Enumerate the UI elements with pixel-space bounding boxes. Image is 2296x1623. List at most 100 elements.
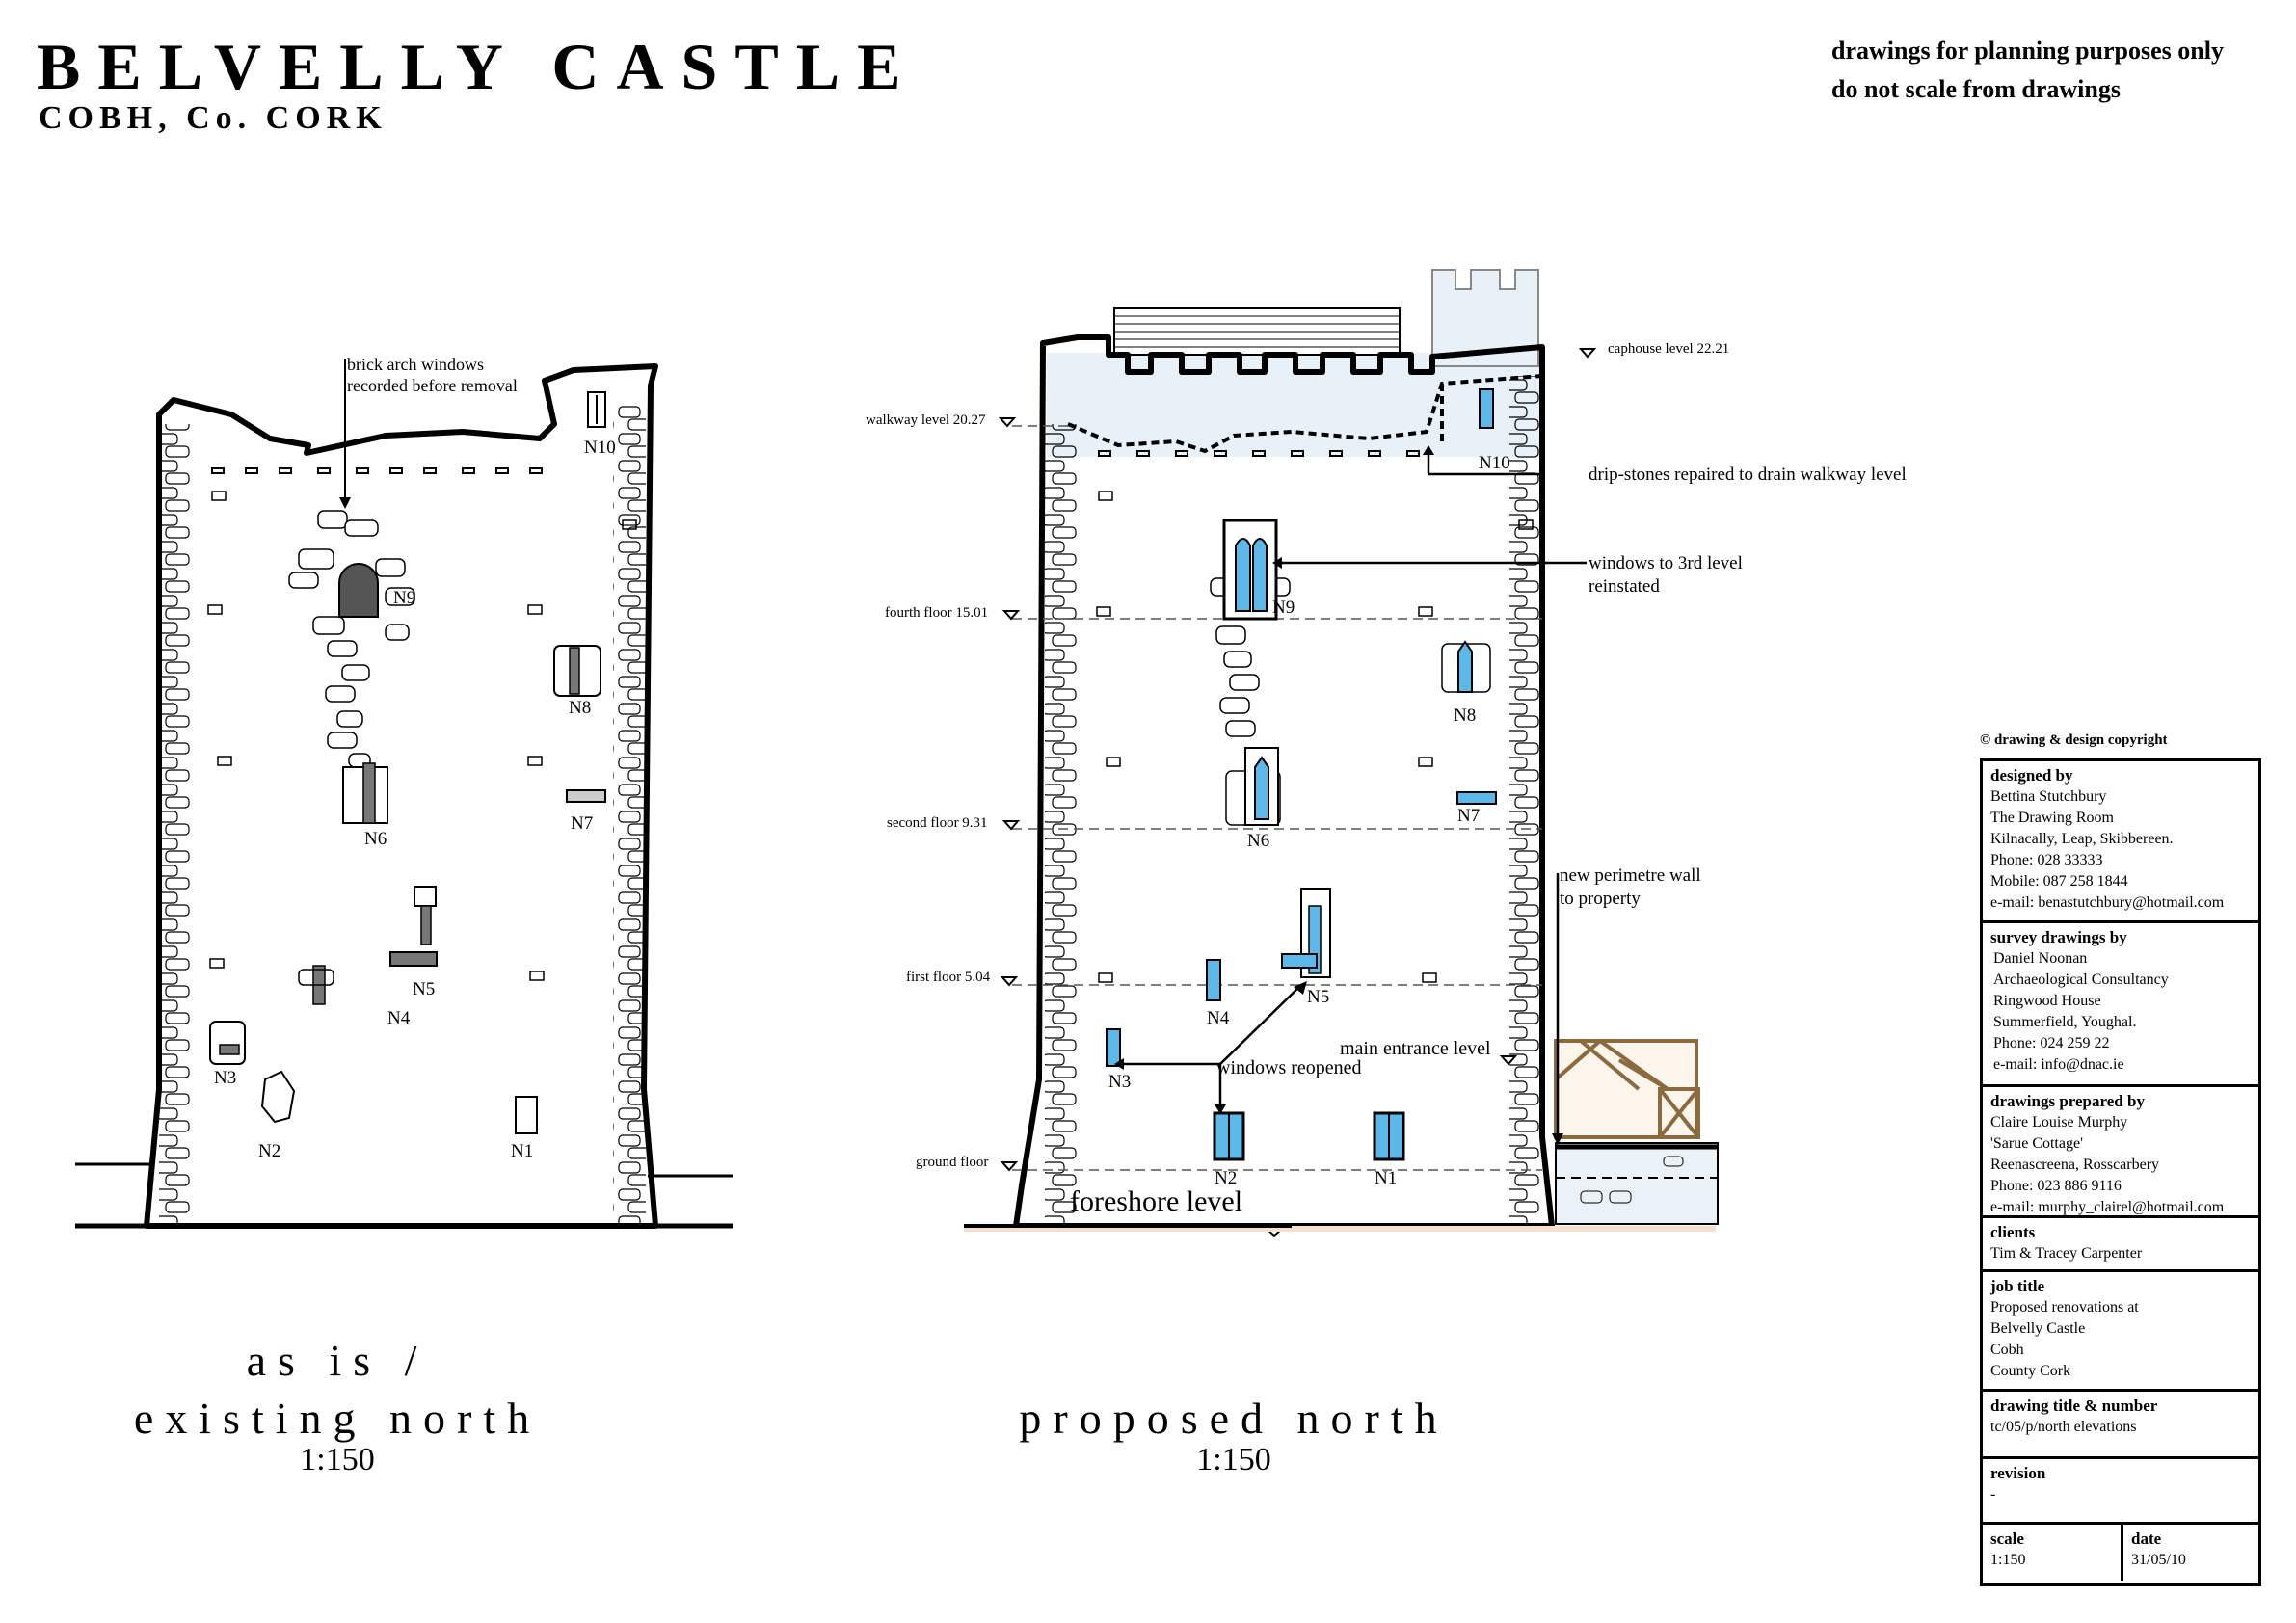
job-title-line: County Cork (1990, 1363, 2071, 1379)
proposed-window-n7 (1456, 791, 1497, 805)
job-title-line: Proposed renovations at (1990, 1299, 2139, 1316)
prepared-by-line: Phone: 023 886 9116 (1990, 1178, 2122, 1194)
existing-label-n1: N1 (511, 1141, 533, 1161)
survey-by-section: survey drawings by Daniel Noonan Archaeo… (1983, 923, 2258, 1087)
proposed-caphouse (1431, 269, 1539, 367)
proposed-ground-tint (964, 1226, 1716, 1232)
annotation-perimeter-line2: to property (1560, 889, 1641, 909)
existing-window-n3 (209, 1021, 246, 1065)
planning-note: drawings for planning purposes only (1831, 37, 2224, 65)
existing-caption-line2: existing north (133, 1394, 542, 1443)
existing-scale: 1:150 (300, 1442, 375, 1477)
existing-window-n8 (569, 647, 580, 695)
existing-right-quoins (613, 405, 646, 1224)
existing-label-n6: N6 (364, 829, 387, 849)
job-title-section: job title Proposed renovations at Belvel… (1983, 1272, 2258, 1392)
existing-window-n5 (420, 905, 432, 945)
proposed-roof-slates (1114, 315, 1400, 348)
existing-rubble-scar (288, 510, 415, 768)
proposed-window-n9 (1235, 538, 1268, 612)
proposed-level-markers (998, 348, 1597, 1237)
proposed-label-n1: N1 (1375, 1168, 1397, 1188)
drawing-title-heading: drawing title & number (1990, 1397, 2158, 1415)
drawing-title-section: drawing title & number tc/05/p/north ele… (1983, 1392, 2258, 1459)
proposed-drip-stones (1098, 450, 1420, 457)
existing-putlog-holes (207, 491, 637, 981)
existing-tower-outline (144, 363, 658, 1229)
proposed-label-n3: N3 (1108, 1072, 1131, 1092)
drawing-title-line: tc/05/p/north elevations (1990, 1419, 2137, 1435)
label-first-floor: first floor 5.04 (906, 970, 991, 985)
drawing-subtitle: COBH, Co. CORK (39, 100, 387, 136)
proposed-scale: 1:150 (1196, 1442, 1271, 1477)
job-title-line: Cobh (1990, 1342, 2024, 1358)
prepared-by-line: e-mail: murphy_clairel@hotmail.com (1990, 1199, 2225, 1215)
existing-label-n2: N2 (258, 1141, 280, 1161)
existing-window-n5-head (414, 886, 437, 907)
designed-by-line: Bettina Stutchbury (1990, 788, 2107, 805)
existing-elevation: brick arch windows recorded before remov… (75, 355, 733, 1229)
proposed-label-n9: N9 (1272, 598, 1295, 618)
clients-section: clients Tim & Tracey Carpenter (1983, 1218, 2258, 1272)
prepared-by-section: drawings prepared by Claire Louise Murph… (1983, 1087, 2258, 1218)
proposed-window-n5-sill (1281, 953, 1318, 969)
revision-section: revision - (1983, 1459, 2258, 1525)
designed-by-line: e-mail: benastutchbury@hotmail.com (1990, 894, 2225, 911)
designed-by-line: The Drawing Room (1990, 810, 2114, 826)
existing-annotation-line1: brick arch windows (347, 355, 484, 374)
designed-by-line: Kilnacally, Leap, Skibbereen. (1990, 831, 2174, 847)
survey-by-line: Phone: 024 259 22 (1993, 1035, 2110, 1051)
existing-label-n4: N4 (387, 1008, 411, 1028)
existing-opening-n2 (260, 1070, 296, 1124)
designed-by-line: Mobile: 087 258 1844 (1990, 873, 2128, 890)
proposed-label-n7: N7 (1457, 806, 1480, 826)
proposed-window-n6 (1254, 756, 1269, 820)
survey-by-line: Ringwood House (1993, 993, 2101, 1009)
survey-by-line: Summerfield, Youghal. (1993, 1014, 2137, 1030)
proposed-label-n10: N10 (1479, 453, 1510, 473)
designed-by-line: Phone: 028 33333 (1990, 852, 2103, 868)
proposed-label-n5: N5 (1307, 987, 1329, 1007)
date-heading: date (2131, 1530, 2162, 1548)
date-value: 31/05/10 (2131, 1552, 2186, 1568)
proposed-window-n4 (1206, 959, 1221, 1001)
existing-label-n9: N9 (393, 588, 415, 608)
proposed-right-quoins (1509, 376, 1542, 1224)
proposed-elevation: caphouse level 22.21 walkway level 20.27… (866, 269, 1907, 1237)
survey-by-line: Archaeological Consultancy (1993, 971, 2169, 988)
proposed-putlog-holes (1096, 491, 1534, 983)
existing-label-n3: N3 (214, 1068, 236, 1088)
existing-label-n5: N5 (413, 979, 435, 999)
copyright-notice: © drawing & design copyright (1980, 732, 2168, 748)
scale-value: 1:150 (1990, 1552, 2026, 1568)
existing-opening-n1 (515, 1096, 538, 1134)
designed-by-section: designed by Bettina Stutchbury The Drawi… (1983, 761, 2258, 923)
annotation-windows-3rd-line1: windows to 3rd level (1589, 553, 1743, 573)
prepared-by-line: 'Sarue Cottage' (1990, 1135, 2083, 1152)
existing-left-quoins (159, 424, 192, 1224)
proposed-arrows (1118, 451, 1587, 1137)
clients-line: Tim & Tracey Carpenter (1990, 1245, 2143, 1262)
proposed-label-n4: N4 (1207, 1008, 1230, 1028)
annotation-perimeter-line1: new perimetre wall (1560, 865, 1701, 886)
existing-label-n8: N8 (569, 698, 591, 718)
drawing-title: BELVELLY CASTLE (37, 30, 919, 103)
annotation-drip-stones: drip-stones repaired to drain walkway le… (1589, 465, 1907, 485)
proposed-left-quoins (1045, 424, 1078, 1224)
existing-drip-stones (211, 467, 543, 474)
job-title-heading: job title (1990, 1277, 2045, 1295)
label-walkway-level: walkway level 20.27 (866, 412, 986, 428)
existing-window-n5-sill (389, 951, 438, 967)
survey-by-line: e-mail: info@dnac.ie (1993, 1056, 2124, 1073)
scale-heading: scale (1990, 1530, 2024, 1548)
proposed-tower-outline (1013, 334, 1555, 1229)
proposed-timber-stair (1554, 1039, 1700, 1139)
label-second-floor: second floor 9.31 (887, 815, 988, 831)
date-section: date 31/05/10 (2123, 1525, 2258, 1581)
prepared-by-line: Reenascreena, Rosscarbery (1990, 1157, 2160, 1173)
proposed-entrance-ground (1555, 1142, 1719, 1225)
existing-label-n7: N7 (571, 813, 593, 834)
proposed-arrowheads (1114, 445, 1563, 1145)
proposed-window-n3 (1106, 1028, 1121, 1067)
